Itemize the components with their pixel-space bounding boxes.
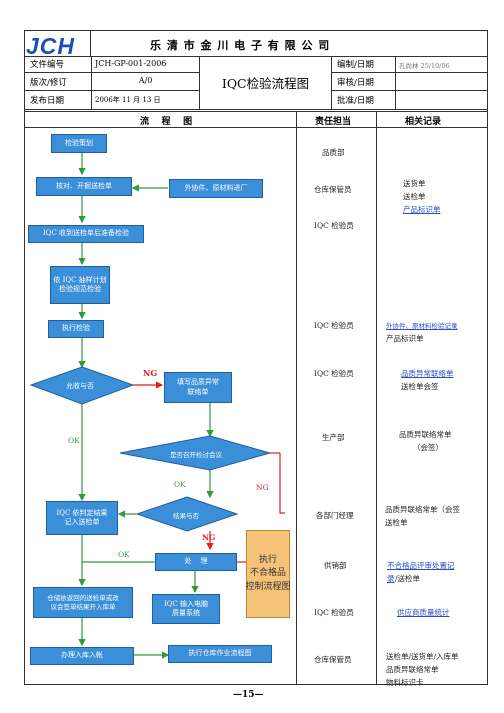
rec-material-card: 物料标识卡 — [386, 678, 424, 687]
step-sampling: 依 IQC 抽样计划 检验规范检验 — [50, 266, 110, 304]
rec-abnormal-2: 品质异联络常单（会签 — [385, 505, 460, 514]
step-verify-delivery: 核对、开掘送检单 — [36, 177, 132, 196]
rec-delivery: 送货单 — [403, 179, 426, 188]
step-nonconforming-control: 执行 不合格品 控制流程图 — [246, 530, 291, 618]
rec-nonconforming[interactable]: 不合格品评审处置记 — [387, 561, 455, 570]
rec-abnormal-1: 品质异联络常单 — [399, 430, 452, 439]
doc-no-label: 文件编号 — [24, 56, 92, 73]
publish-date: 2006年 11 月 13 日 — [92, 91, 200, 109]
ng-label-3: NG — [202, 533, 216, 542]
resp-5: IQC 检验员 — [314, 369, 354, 378]
doc-no: JCH-GP-001-2006 — [92, 56, 200, 73]
col-flow-header: 流 程 图 — [140, 117, 193, 127]
rec-abnormal-3: 品质异联络常单 — [386, 665, 439, 674]
col-records-header: 相关记录 — [405, 117, 442, 127]
step-warehouse-note: 仓储依返回的送检单或改 议会签单结果开入库单 — [33, 587, 133, 618]
version-label: 版次/修订 — [24, 73, 92, 91]
resp-2: 仓库保管员 — [314, 185, 352, 194]
rec-inspection-record[interactable]: 外协件、原材料检验记录 — [386, 322, 458, 330]
date-label: 发布日期 — [24, 91, 92, 109]
company-name: 乐 清 市 金 川 电 子 有 限 公 司 — [150, 39, 331, 52]
review-label: 审核/日期 — [332, 73, 396, 91]
rec-product-id-2: 产品标识单 — [386, 334, 424, 343]
resp-4: IQC 检验员 — [314, 321, 354, 330]
resp-3: IQC 检验员 — [314, 221, 354, 230]
company-logo: JCH — [26, 33, 76, 59]
approve-label: 批准/日期 — [332, 91, 396, 109]
step-outsource-arrival: 外协件、原材料进厂 — [169, 179, 263, 198]
resp-1: 品质部 — [322, 148, 345, 157]
rec-ticket-sign: 送检单会签 — [401, 382, 439, 391]
version: A/0 — [92, 73, 200, 91]
resp-7: 各部门经理 — [316, 511, 354, 520]
rec-supplier-stats[interactable]: 供应商质量统计 — [397, 608, 450, 617]
step-receive-ticket: IQC 收到送检单后准备检验 — [28, 225, 144, 243]
doc-title: IQC检验流程图 — [200, 56, 332, 109]
ok-label-3: OK — [118, 550, 130, 559]
step-handle: 处 理 — [155, 553, 237, 571]
resp-8: 供销部 — [324, 561, 347, 570]
step-warehouse-flow: 执行仓库作业流程图 — [168, 645, 272, 663]
step-inbound: 办理入库入帐 — [30, 647, 134, 665]
ng-label-2: NG — [256, 483, 269, 492]
rec-ticket-2: 送检单 — [385, 518, 408, 527]
rec-ticket-3: /送检单 — [395, 574, 421, 583]
rec-nonconforming-2[interactable]: 录 — [387, 574, 395, 583]
page-number: —15— — [233, 690, 264, 700]
rec-ticket: 送检单 — [403, 192, 426, 201]
ng-label-1: NG — [143, 368, 158, 378]
decision-meeting-label: 是否召开检讨会议 — [170, 451, 222, 459]
compile-label: 编制/日期 — [332, 56, 396, 73]
resp-9: IQC 检验员 — [314, 608, 354, 617]
compile-value: 孔尚林 25/10/06 — [396, 56, 488, 73]
step-fill-abnormal: 填写品质异常 联络单 — [164, 372, 232, 403]
ok-label-2: OK — [174, 480, 186, 489]
decision-result-label: 结果与否 — [173, 512, 199, 520]
page-frame — [24, 30, 488, 685]
rec-product-id[interactable]: 产品标识单 — [403, 205, 441, 214]
ok-label-1: OK — [68, 436, 80, 445]
col-resp-header: 责任担当 — [315, 117, 352, 127]
step-execute: 执行检验 — [48, 320, 104, 338]
rec-abnormal-contact[interactable]: 品质异常联络单 — [401, 369, 454, 378]
resp-10: 仓库保管员 — [314, 655, 352, 664]
step-iqc-record: IQC 依判定结果 记入送检单 — [46, 501, 118, 535]
decision-accept-label: 允收与否 — [66, 382, 94, 390]
rec-countersign: （会签） — [413, 443, 443, 452]
step-inspection-plan: 检验策划 — [51, 134, 107, 153]
rec-inbound-docs: 送检单/送货单/入库单 — [386, 652, 459, 661]
step-iqc-input: IQC 输入电脑 质量系统 — [152, 594, 220, 624]
resp-6: 生产部 — [322, 433, 345, 442]
